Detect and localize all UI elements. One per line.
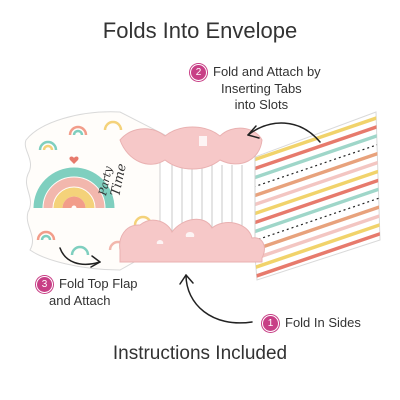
step-3-line2: and Attach bbox=[49, 293, 111, 309]
stripe bbox=[247, 126, 380, 188]
step-1-text: Fold In Sides bbox=[285, 315, 361, 330]
step-1-callout: 1 Fold In Sides bbox=[262, 315, 361, 333]
stripe bbox=[247, 171, 380, 233]
step-3-line1: Fold Top Flap bbox=[59, 276, 138, 291]
pink-bottom-flap bbox=[119, 218, 265, 263]
stripe bbox=[247, 153, 380, 215]
step-2-callout: 2 Fold and Attach by Inserting Tabs into … bbox=[190, 64, 321, 113]
step-1-badge: 1 bbox=[262, 315, 279, 333]
step-2-line1: Fold and Attach by bbox=[213, 64, 321, 79]
arrow-step2 bbox=[247, 122, 321, 143]
page-title: Folds Into Envelope bbox=[102, 18, 298, 43]
stripe bbox=[247, 261, 380, 280]
lettering-party: Party bbox=[96, 164, 115, 197]
stripe bbox=[247, 144, 380, 206]
stripe bbox=[247, 216, 380, 278]
big-rainbow bbox=[33, 167, 115, 209]
stripe bbox=[247, 112, 380, 170]
pink-top-flap bbox=[119, 126, 263, 170]
step-3-callout: 3 Fold Top Flap and Attach bbox=[36, 276, 138, 309]
step-3-badge: 3 bbox=[36, 276, 53, 294]
stripe bbox=[247, 180, 380, 242]
lettering-time: Time bbox=[108, 162, 130, 198]
step-2-line3: into Slots bbox=[234, 97, 289, 113]
arrow-step3 bbox=[59, 247, 101, 268]
stripe bbox=[247, 162, 380, 224]
stripe bbox=[247, 117, 380, 179]
striped-panel bbox=[246, 111, 381, 281]
stripe bbox=[247, 225, 380, 280]
arrow-step1 bbox=[179, 274, 253, 324]
step-2-line2: Inserting Tabs bbox=[220, 81, 302, 97]
footer-caption: Instructions Included bbox=[112, 343, 288, 364]
step-2-badge: 2 bbox=[190, 64, 207, 82]
